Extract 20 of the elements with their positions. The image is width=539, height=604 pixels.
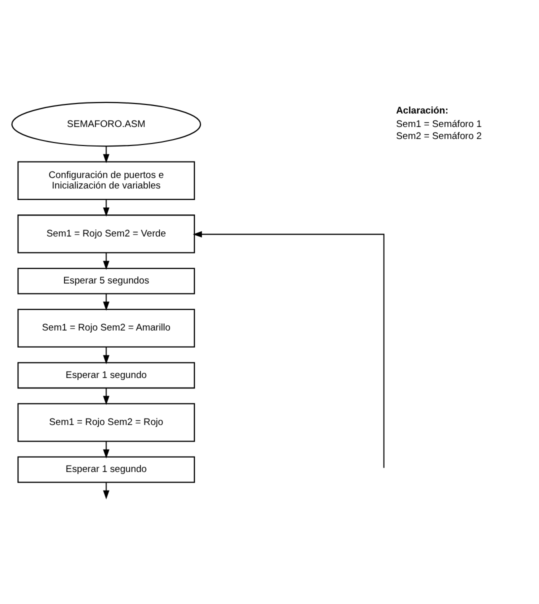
node-box: Esperar 1 segundo — [17, 362, 195, 389]
arrow — [103, 200, 110, 217]
node-box: Sem1 = Rojo Sem2 = Verde — [17, 214, 195, 254]
arrow — [103, 252, 110, 270]
node-box: Esperar 5 segundos — [17, 268, 195, 294]
node-ellipse: SEMAFORO.ASM — [11, 102, 202, 147]
arrow — [103, 441, 110, 459]
arrow — [103, 294, 110, 311]
arrow — [103, 347, 110, 364]
node-box: Esperar 1 segundo — [17, 456, 195, 483]
node-box: Sem1 = Rojo Sem2 = Rojo — [17, 403, 195, 442]
arrow — [103, 388, 110, 406]
arrow — [103, 482, 110, 500]
label: Aclaración: — [396, 106, 448, 117]
arrow — [192, 231, 384, 468]
label: Sem2 = Semáforo 2 — [396, 130, 482, 142]
label: Sem1 = Semáforo 1 — [396, 118, 482, 130]
arrow — [103, 146, 110, 164]
node-box: Configuración de puertos e Inicialización de variables — [17, 161, 195, 200]
node-box: Sem1 = Rojo Sem2 = Amarillo — [17, 308, 195, 348]
